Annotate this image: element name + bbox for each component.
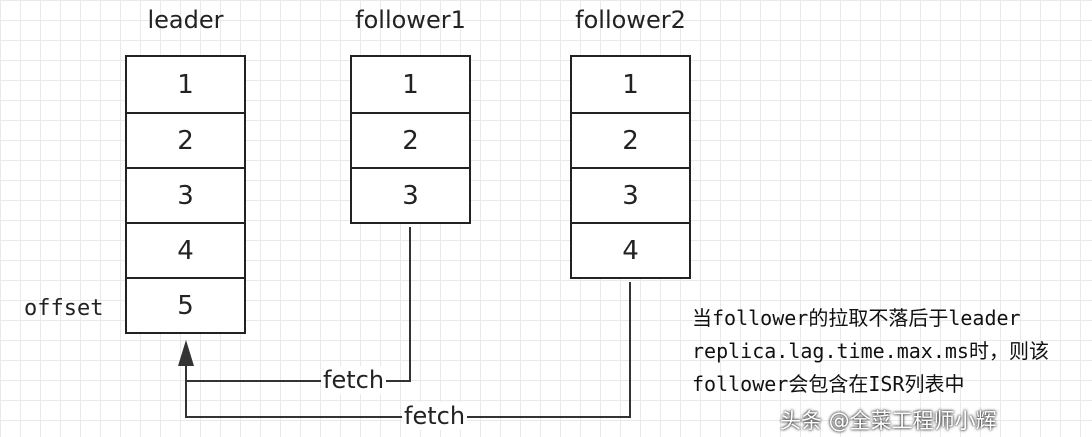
watermark: 头条 @全菜工程师小辉	[780, 409, 997, 433]
log-entry: 2	[352, 112, 469, 167]
note-line: replica.lag.time.max.ms时，则该	[692, 339, 1049, 363]
follower1-log: 1 2 3	[350, 55, 471, 224]
offset-label: offset	[24, 296, 104, 321]
follower1-fetch-line	[185, 227, 411, 382]
leader-title: leader	[147, 6, 224, 34]
log-entry: 2	[572, 112, 689, 167]
log-entry: 1	[177, 69, 194, 100]
log-entry: 4	[127, 222, 244, 277]
follower2-log: 1 2 3 4	[570, 55, 691, 279]
leader-log: 1 2 3 4 5	[125, 55, 246, 334]
log-entry: 1	[622, 69, 639, 100]
log-entry: 2	[127, 112, 244, 167]
log-entry: 5	[127, 277, 244, 332]
fetch-label-follower1: fetch	[321, 366, 387, 394]
note-line: follower会包含在ISR列表中	[692, 372, 965, 396]
arrow-head-icon	[178, 340, 194, 366]
fetch-label-follower2: fetch	[402, 402, 468, 430]
note-line: 当follower的拉取不落后于leader	[692, 306, 1021, 330]
log-entry: 3	[572, 167, 689, 222]
log-entry: 3	[352, 167, 469, 222]
follower2-fetch-line	[185, 282, 631, 418]
log-entry: 1	[402, 69, 419, 100]
isr-note: 当follower的拉取不落后于leader replica.lag.time.…	[692, 302, 1092, 401]
follower1-title: follower1	[355, 6, 466, 34]
follower2-title: follower2	[575, 6, 686, 34]
log-entry: 4	[572, 222, 689, 277]
log-entry: 3	[127, 167, 244, 222]
